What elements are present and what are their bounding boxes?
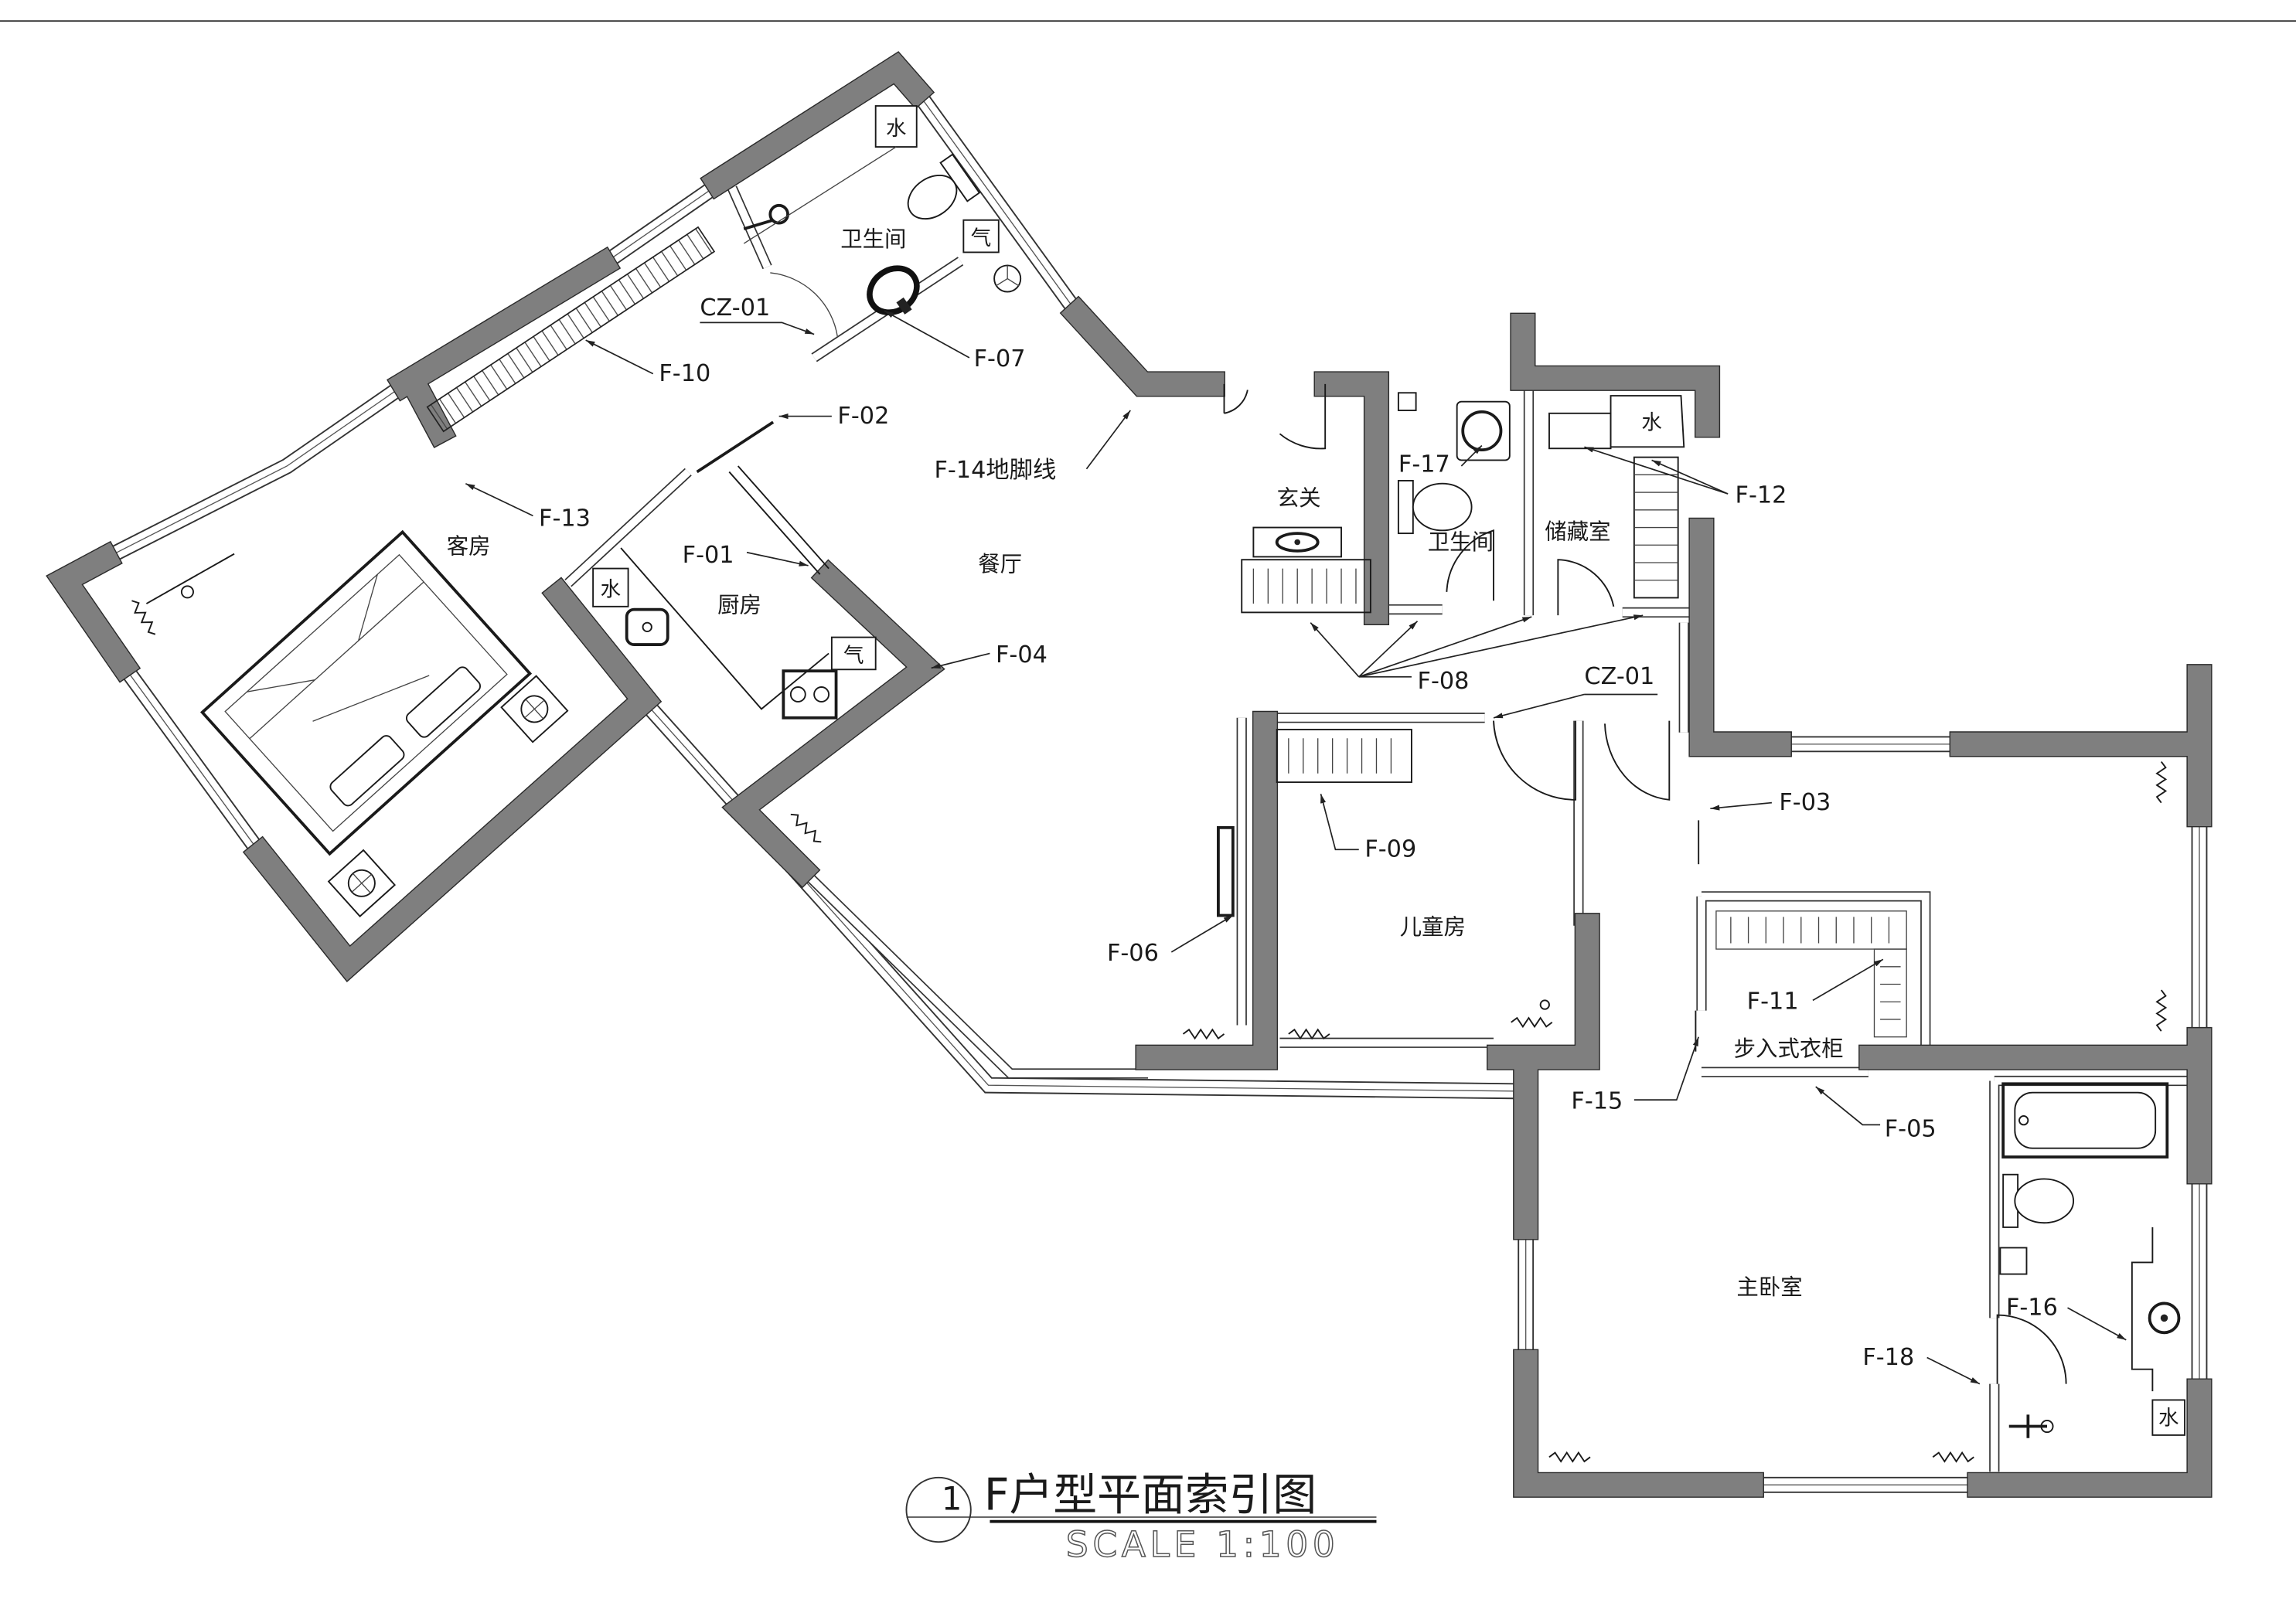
bidet-icon [867,265,920,315]
room-label-storage-room: 储藏室 [1545,519,1610,545]
water-mark-kitchen: 水 [601,578,622,602]
gas-meter-box [962,219,1000,253]
index-tag-f-02: F-02 [837,403,889,430]
entrance-door-left-leaf [1223,383,1248,414]
drawing-title: F户型平面索引图 [984,1470,1317,1521]
shower-partition [743,146,897,244]
shower-icon [743,203,789,230]
index-tag-f-04: F-04 [996,641,1048,669]
room-label-entrance: 玄关 [1277,485,1321,511]
index-tag-f-01: F-01 [683,542,734,569]
room-label-dining-room: 餐厅 [978,551,1022,577]
bathtub-icon [2001,1082,2169,1159]
guest-corridor-cabinet [426,226,716,433]
storage-fixtures [1548,395,1685,599]
index-leaders [465,310,2127,1385]
children-room-furniture [1217,728,1550,1010]
master-bath-fixtures [1999,1082,2185,1438]
kitchen-sink-icon [625,607,669,646]
index-tag-f-06: F-06 [1107,940,1159,967]
guest-bath-fixtures [743,105,1022,315]
nightstand-right [500,675,569,743]
stove-icon [782,669,838,720]
shoe-cabinet [1241,559,1371,614]
toilet-icon [907,153,981,220]
shower-icon [2148,1301,2181,1335]
floor-drain-icon [993,264,1022,293]
entrance-basin [1252,526,1342,558]
index-tag-f-14: F-14地脚线 [934,457,1056,484]
index-tag-cz-01-corridor: CZ-01 [1584,663,1654,690]
index-tag-f-16: F-16 [2006,1295,2058,1322]
index-tag-f-03: F-03 [1779,789,1831,816]
room-labels: 卫生间 客房 厨房 餐厅 玄关 卫生间 储藏室 儿童房 步入式衣柜 主卧室 [447,226,1844,1300]
index-tag-f-12: F-12 [1736,481,1787,509]
kitchen-gas-box [830,636,877,671]
water-mark-master-bath: 水 [2158,1407,2179,1431]
washbasin-icon [2008,1414,2054,1438]
water-mark-guest-bath: 水 [886,117,907,141]
washbasin-icon [1456,400,1511,461]
room-label-children-room: 儿童房 [1400,914,1466,940]
toilet-icon [1397,479,1473,535]
index-tag-f-11: F-11 [1747,988,1799,1016]
storage-door [1557,559,1615,616]
guest-bath-door [770,272,839,338]
entrance-door-right-leaf [1279,383,1327,450]
corridor-door [1604,720,1671,801]
toilet-icon [2002,1173,2075,1228]
ac-outlets [131,600,2168,1463]
index-tag-f-09: F-09 [1364,836,1416,863]
kitchen-sliding-door [728,465,829,575]
index-tag-cz-01-guest-bath: CZ-01 [700,294,770,322]
drawing-scale: SCALE 1:100 [1066,1524,1340,1565]
room-label-kitchen: 厨房 [717,592,761,618]
entrance-furniture [1241,526,1371,614]
master-water-box [2151,1399,2185,1436]
index-tag-f-07: F-07 [974,345,1026,373]
room-label-master-bedroom: 主卧室 [1736,1274,1802,1300]
index-tag-f-10: F-10 [659,360,710,387]
index-tag-f-13: F-13 [539,505,591,532]
drawing-number-circle [905,1476,972,1543]
bathroom-door [1446,529,1494,601]
kitchen-water-box [592,567,629,607]
index-tag-f-15: F-15 [1571,1088,1623,1115]
kitchen-counter-edge [620,547,829,710]
drawing-number: 1 [942,1480,962,1518]
nightstand-left [327,849,396,917]
children-room-door [1493,720,1577,801]
guest-room-wall-lamp [145,553,235,604]
kitchen-fixtures [592,547,877,720]
index-tag-f-08: F-08 [1418,668,1470,695]
drawing-title-block: 1 F户型平面索引图 SCALE 1:100 [905,1470,1377,1566]
bathroom-fixtures [1397,392,1511,535]
gas-mark-kitchen: 气 [843,644,864,668]
guest-room-sliding-door [696,420,775,474]
room-label-guest-bathroom: 卫生间 [840,226,906,252]
index-tag-f-05: F-05 [1885,1115,1937,1142]
room-label-walk-in-closet: 步入式衣柜 [1734,1036,1844,1061]
walk-in-closet-rails [1715,910,1907,1038]
room-label-bathroom: 卫生间 [1428,529,1494,555]
guest-bed [199,529,533,856]
children-wardrobe [1276,728,1412,784]
room-label-guest-room: 客房 [447,534,491,560]
master-bath-door [1996,1314,2067,1384]
floor-drain-box [1999,1247,2028,1275]
shower-enclosure [2131,1227,2154,1392]
index-tags: CZ-01 F-07 F-10 F-02 F-14地脚线 F-13 F-01 F… [539,294,2058,1371]
fixture-marks: 水 气 水 气 水 水 [601,117,2179,1431]
index-tag-f-17: F-17 [1398,451,1450,478]
index-tag-f-18: F-18 [1862,1344,1914,1371]
gas-mark-guest-bath: 气 [971,226,992,250]
water-mark-storage: 水 [1641,411,1662,435]
